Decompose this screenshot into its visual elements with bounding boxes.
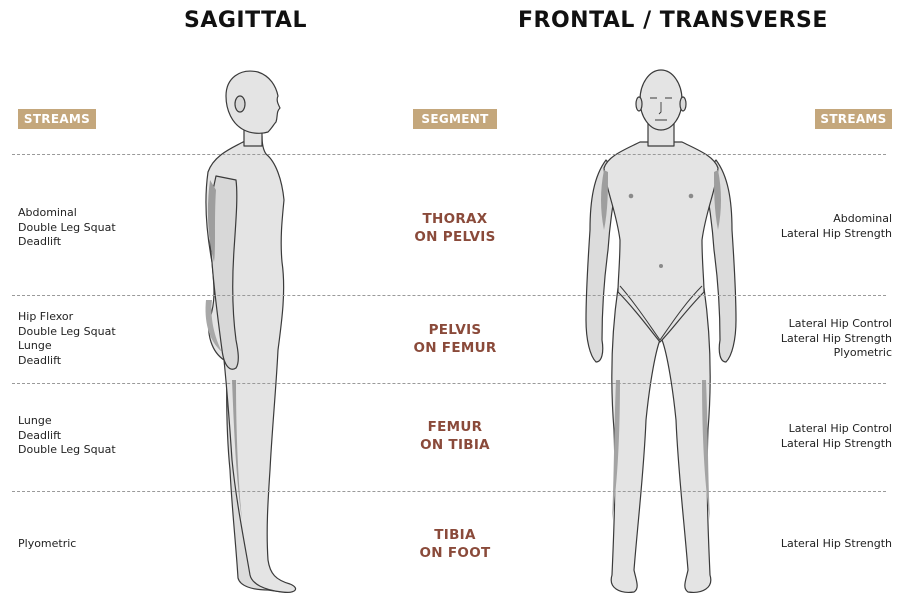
segment-line: TIBIA — [380, 526, 530, 544]
row-divider — [12, 383, 886, 384]
stream-item: Lunge — [18, 339, 116, 354]
stream-item: Lateral Hip Strength — [781, 437, 892, 452]
stream-item: Deadlift — [18, 429, 116, 444]
stream-item: Lunge — [18, 414, 116, 429]
segment-line: ON TIBIA — [380, 436, 530, 454]
stream-item: Lateral Hip Control — [781, 317, 892, 332]
row-divider — [12, 491, 886, 492]
frontal-streams-pelvis: Lateral Hip Control Lateral Hip Strength… — [781, 317, 892, 361]
sagittal-streams-femur: Lunge Deadlift Double Leg Squat — [18, 414, 116, 458]
segment-line: THORAX — [380, 210, 530, 228]
stream-item: Abdominal — [781, 212, 892, 227]
stream-item: Lateral Hip Strength — [781, 227, 892, 242]
segment-line: ON PELVIS — [380, 228, 530, 246]
segment-line: PELVIS — [380, 321, 530, 339]
segment-line: FEMUR — [380, 418, 530, 436]
row-divider — [12, 295, 886, 296]
side-view-figure — [206, 71, 296, 592]
stream-item: Double Leg Squat — [18, 221, 116, 236]
segment-pelvis-on-femur: PELVIS ON FEMUR — [380, 321, 530, 357]
frontal-streams-thorax: Abdominal Lateral Hip Strength — [781, 212, 892, 241]
stream-item: Plyometric — [781, 346, 892, 361]
stream-item: Deadlift — [18, 354, 116, 369]
sagittal-streams-thorax: Abdominal Double Leg Squat Deadlift — [18, 206, 116, 250]
stream-item: Lateral Hip Strength — [781, 332, 892, 347]
stream-item: Lateral Hip Strength — [781, 537, 892, 552]
segment-tibia-on-foot: TIBIA ON FOOT — [380, 526, 530, 562]
stream-item: Lateral Hip Control — [781, 422, 892, 437]
segment-thorax-on-pelvis: THORAX ON PELVIS — [380, 210, 530, 246]
segment-femur-on-tibia: FEMUR ON TIBIA — [380, 418, 530, 454]
sagittal-streams-pelvis: Hip Flexor Double Leg Squat Lunge Deadli… — [18, 310, 116, 368]
segment-line: ON FOOT — [380, 544, 530, 562]
stream-item: Double Leg Squat — [18, 443, 116, 458]
stream-item: Plyometric — [18, 537, 76, 552]
row-divider — [12, 154, 886, 155]
sagittal-streams-tibia: Plyometric — [18, 537, 76, 552]
stream-item: Abdominal — [18, 206, 116, 221]
frontal-streams-femur: Lateral Hip Control Lateral Hip Strength — [781, 422, 892, 451]
stream-item: Double Leg Squat — [18, 325, 116, 340]
front-view-figure — [586, 70, 736, 592]
stream-item: Deadlift — [18, 235, 116, 250]
stream-item: Hip Flexor — [18, 310, 116, 325]
segment-line: ON FEMUR — [380, 339, 530, 357]
frontal-streams-tibia: Lateral Hip Strength — [781, 537, 892, 552]
